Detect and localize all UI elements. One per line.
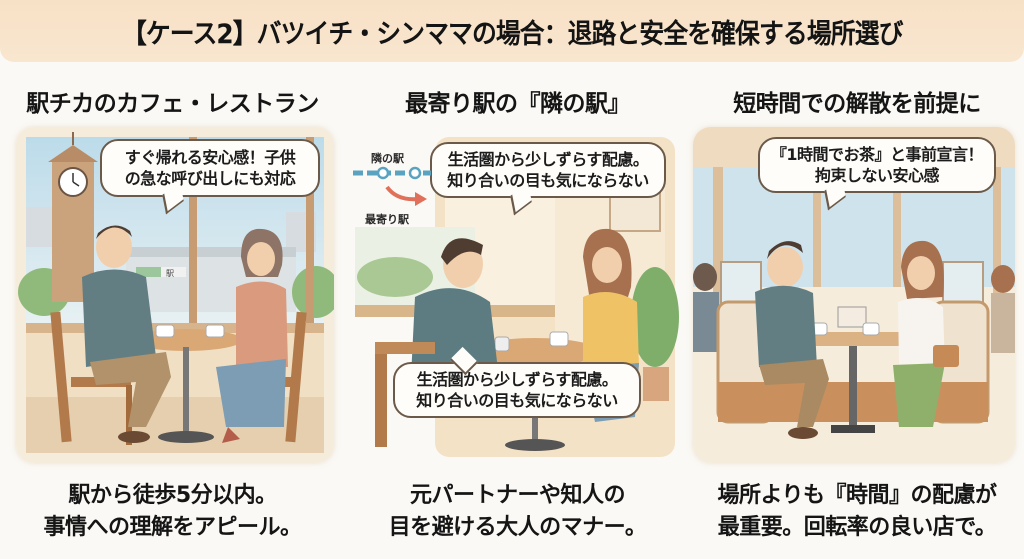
caption-short-time: 場所よりも『時間』の配慮が 最重要。回転率の良い店で。: [717, 483, 997, 540]
station-sign-text: 駅: [166, 269, 174, 278]
page-title: 【ケース2】バツイチ・シンママの場合：退路と安全を確保する場所選び: [121, 18, 903, 50]
speech-bubble-quick-return: すぐ帰れる安心感！子供 の急な呼び出しにも対応: [100, 139, 320, 215]
illustration-neighbor-station: 隣の駅 最寄り駅 生活圏から少しずらす配慮。 知り合いの目も気にならない 生活圏…: [353, 127, 679, 463]
route-map-label-nearest: 最寄り駅: [365, 213, 409, 226]
column-title-short-time: 短時間での解散を前提に: [733, 91, 981, 117]
route-map-icon: [353, 166, 431, 206]
speech-bubble-top-consideration: 生活圏から少しずらす配慮。 知り合いの目も気にならない: [430, 142, 666, 216]
illustration-station-cafe: 駅: [16, 127, 334, 463]
illustration-short-time: 『1時間でお茶』と事前宣言！ 拘束しない安心感: [693, 127, 1015, 463]
column-title-station-cafe: 駅チカのカフェ・レストラン: [26, 91, 319, 117]
header-banner: 【ケース2】バツイチ・シンママの場合：退路と安全を確保する場所選び: [0, 0, 1024, 62]
caption-neighbor-station: 元パートナーや知人の 目を避ける大人のマナー。: [388, 483, 647, 540]
speech-bubble-bottom-consideration: 生活圏から少しずらす配慮。 知り合いの目も気にならない: [393, 346, 641, 419]
column-title-neighbor-station: 最寄り駅の『隣の駅』: [405, 91, 631, 117]
route-map-label-neighbor: 隣の駅: [371, 152, 404, 165]
speech-bubble-time-declaration: 『1時間でお茶』と事前宣言！ 拘束しない安心感: [758, 137, 996, 211]
caption-station-cafe: 駅から徒歩5分以内。 事情への理解をアピール。: [43, 483, 302, 540]
